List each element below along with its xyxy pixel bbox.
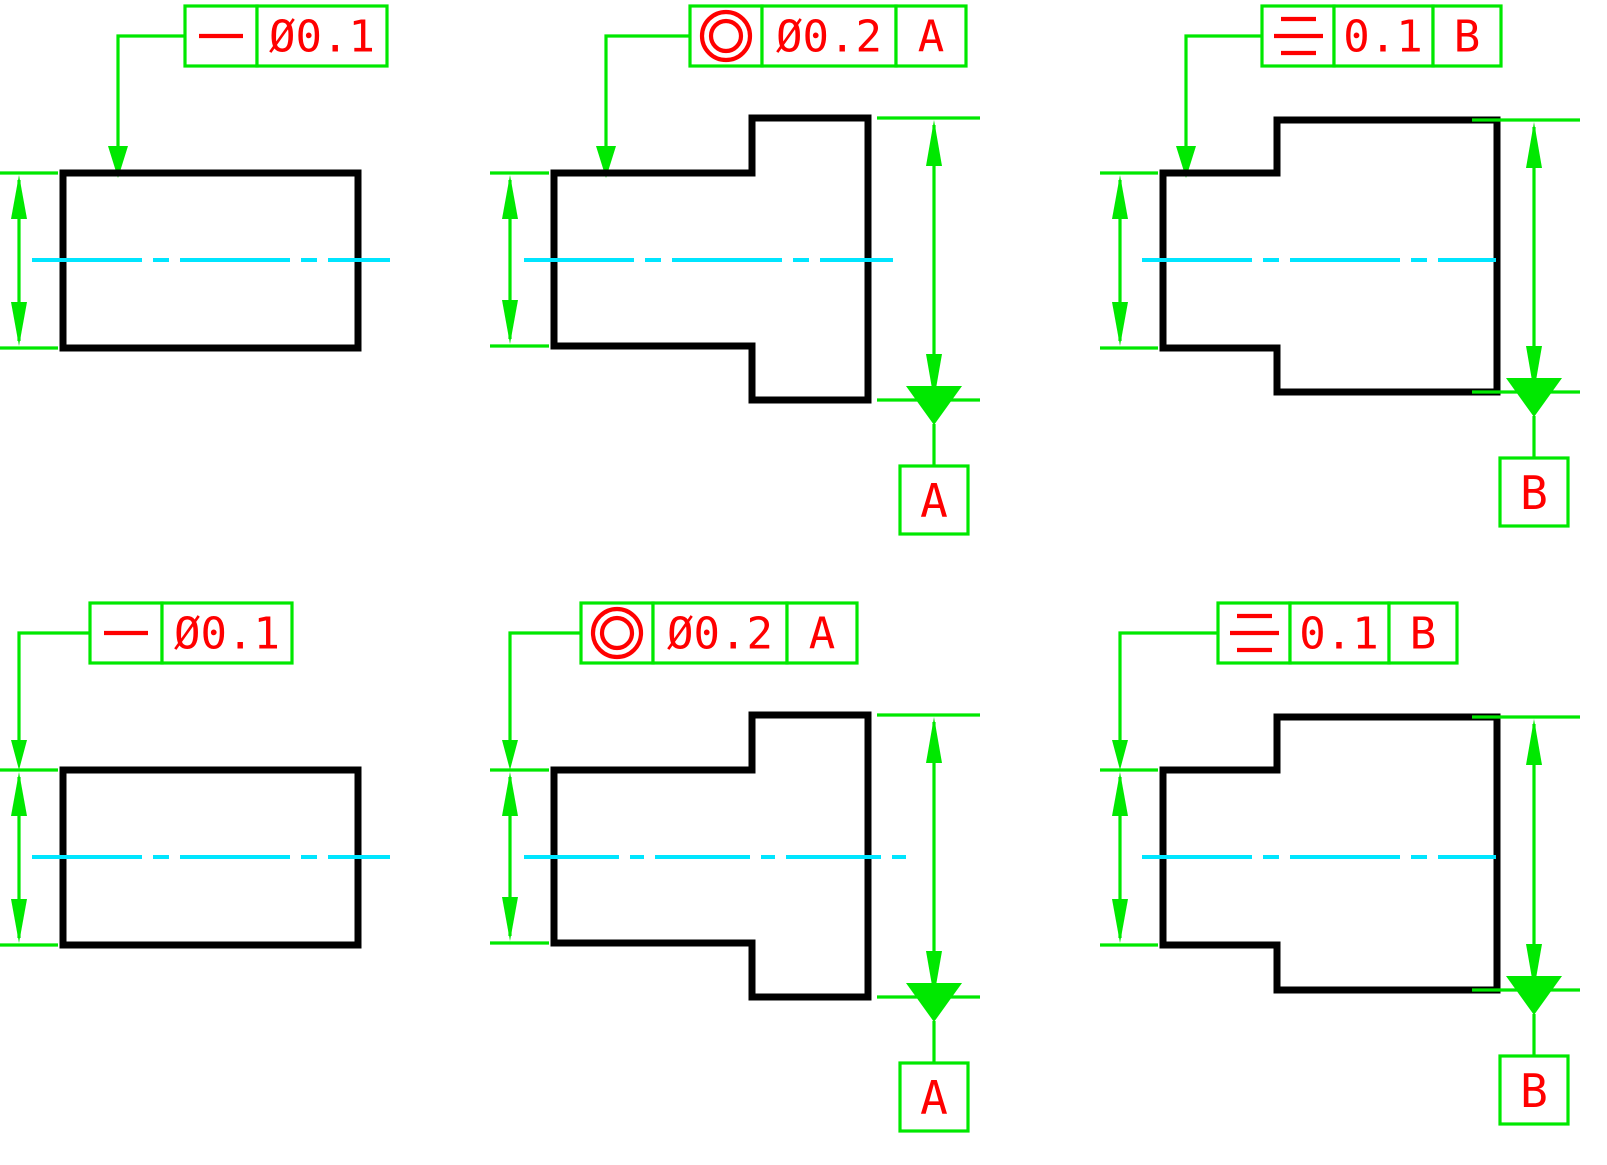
- feature-control-frame-bottom-center[interactable]: Ø0.2 A: [579, 601, 859, 665]
- datum-letter: A: [920, 1071, 948, 1125]
- panel-bottom-right: 0.1 B B: [1100, 601, 1580, 1126]
- datum-letter: A: [920, 474, 948, 528]
- feature-control-frame-bottom-left[interactable]: Ø0.1: [88, 601, 294, 665]
- leader-arrowhead-bottom-right: [1112, 740, 1128, 770]
- leader-line-bottom-center: [508, 631, 581, 740]
- dimension-arrow-down-top-center-right: [926, 354, 942, 400]
- dimension-arrow-up-top-center-left: [502, 175, 518, 219]
- datum-triangle-icon: [906, 983, 962, 1022]
- dimension-arrow-down-top-center-left: [502, 300, 518, 344]
- dimension-arrow-up-bottom-right-right: [1526, 719, 1542, 765]
- datum-box: [1498, 456, 1570, 528]
- leader-arrowhead-top-center: [596, 146, 616, 178]
- fcf-datum-value: B: [1410, 609, 1437, 660]
- leader-arrowhead-top-right: [1176, 146, 1196, 178]
- panel-bottom-left: Ø0.1: [0, 601, 390, 949]
- feature-control-frame-top-left[interactable]: Ø0.1: [183, 4, 389, 68]
- leader-arrowhead-bottom-center: [502, 740, 518, 770]
- feature-control-frame-bottom-right[interactable]: 0.1 B: [1216, 601, 1459, 665]
- feature-control-frame-top-right[interactable]: 0.1 B: [1260, 4, 1503, 68]
- fcf-tolerance-value: 0.1: [1343, 12, 1422, 63]
- concentricity-symbol-inner-icon: [708, 18, 744, 54]
- feature-control-frame-top-center[interactable]: Ø0.2 A: [688, 4, 968, 68]
- datum-box: [898, 464, 970, 536]
- dimension-arrow-down-bottom-right-left: [1112, 899, 1128, 943]
- dimension-arrow-up-top-left: [11, 175, 27, 219]
- fcf-datum-cell: [894, 4, 968, 68]
- fcf-tolerance-value: Ø0.1: [269, 12, 375, 63]
- fcf-tolerance-value: 0.1: [1299, 609, 1378, 660]
- leader-line-bottom-right: [1118, 631, 1218, 740]
- datum-letter: B: [1520, 1064, 1548, 1118]
- fcf-tolerance-cell: [160, 601, 294, 665]
- fcf-datum-cell: [1431, 4, 1503, 68]
- datum-letter: B: [1520, 466, 1548, 520]
- dimension-arrow-down-top-right-right: [1526, 346, 1542, 392]
- datum-box: [1498, 1054, 1570, 1126]
- dimension-arrow-up-bottom-center-right: [926, 717, 942, 763]
- fcf-tolerance-value: Ø0.1: [174, 609, 280, 660]
- dimension-arrow-down-bottom-center-left: [502, 897, 518, 941]
- datum-triangle-icon: [1506, 378, 1562, 417]
- part-outline-top-center: [550, 114, 872, 404]
- panel-bottom-center: Ø0.2 A A: [490, 601, 980, 1133]
- dimension-arrow-up-bottom-left: [11, 772, 27, 816]
- concentricity-symbol-outer-icon: [590, 606, 644, 660]
- datum-feature-symbol-b-top[interactable]: B: [1498, 378, 1570, 528]
- concentricity-symbol-inner-icon: [599, 615, 635, 651]
- dimension-arrow-up-bottom-center-left: [502, 772, 518, 816]
- leader-line-top-right: [1184, 34, 1262, 148]
- datum-box: [898, 1061, 970, 1133]
- fcf-datum-cell: [1387, 601, 1459, 665]
- dimension-arrow-up-top-center-right: [926, 120, 942, 166]
- datum-feature-symbol-a-bottom[interactable]: A: [898, 983, 970, 1133]
- panel-top-center: Ø0.2 A A: [490, 4, 980, 536]
- leader-arrowhead-bottom-left: [11, 740, 27, 770]
- fcf-datum-value: A: [809, 609, 836, 660]
- fcf-tolerance-cell: [760, 4, 898, 68]
- datum-feature-symbol-a-top[interactable]: A: [898, 386, 970, 536]
- part-outline-bottom-center: [550, 711, 872, 1001]
- concentricity-symbol-outer-icon: [699, 9, 753, 63]
- fcf-tolerance-value: Ø0.2: [667, 609, 773, 660]
- fcf-tolerance-cell: [255, 4, 389, 68]
- fcf-datum-cell: [785, 601, 859, 665]
- fcf-tolerance-cell: [651, 601, 789, 665]
- fcf-tolerance-value: Ø0.2: [776, 12, 882, 63]
- dimension-arrow-up-top-right-left: [1112, 175, 1128, 219]
- dimension-arrow-down-top-right-left: [1112, 302, 1128, 346]
- leader-line-top-left: [116, 34, 185, 148]
- dimension-arrow-up-top-right-right: [1526, 122, 1542, 168]
- fcf-datum-value: B: [1454, 12, 1481, 63]
- fcf-datum-value: A: [918, 12, 945, 63]
- datum-feature-symbol-b-bottom[interactable]: B: [1498, 976, 1570, 1126]
- datum-triangle-icon: [906, 386, 962, 425]
- leader-line-top-center: [604, 34, 690, 148]
- leader-arrowhead-top-left: [108, 146, 128, 178]
- dimension-arrow-down-bottom-center-right: [926, 951, 942, 997]
- datum-triangle-icon: [1506, 976, 1562, 1015]
- panel-top-right: 0.1 B B: [1100, 4, 1580, 528]
- leader-line-bottom-left: [17, 631, 90, 740]
- dimension-arrow-down-top-left: [11, 302, 27, 346]
- dimension-arrow-down-bottom-right-right: [1526, 944, 1542, 990]
- dimension-arrow-down-bottom-left: [11, 899, 27, 943]
- dimension-arrow-up-bottom-right-left: [1112, 772, 1128, 816]
- panel-top-left: Ø0.1: [0, 4, 390, 352]
